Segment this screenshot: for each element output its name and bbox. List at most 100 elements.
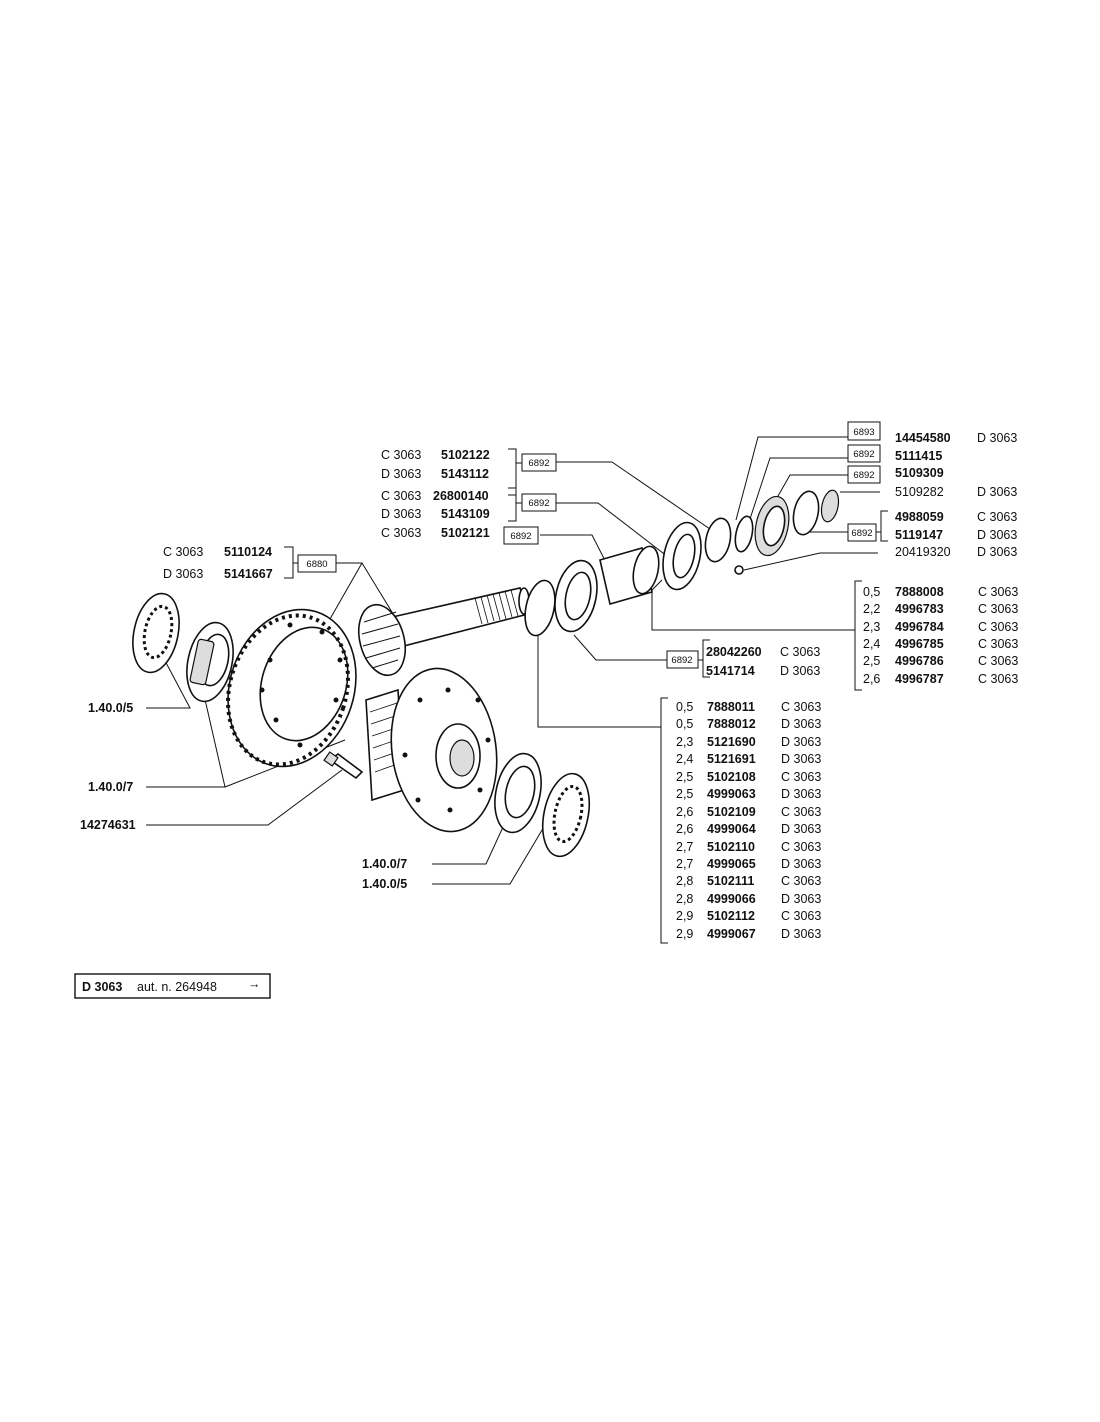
stamp-model: D 3063 xyxy=(82,980,122,994)
svg-text:4999065: 4999065 xyxy=(707,857,756,871)
svg-text:C 3063: C 3063 xyxy=(780,645,820,659)
svg-text:5102110: 5102110 xyxy=(707,840,755,854)
svg-text:2,9: 2,9 xyxy=(676,909,693,923)
svg-text:2,8: 2,8 xyxy=(676,892,693,906)
part-14454580: 14454580 xyxy=(895,431,951,445)
svg-text:4996785: 4996785 xyxy=(895,637,944,651)
svg-text:C 3063: C 3063 xyxy=(381,489,421,503)
ref-1-40-0-7-left: 1.40.0/7 xyxy=(88,780,133,794)
part-4988059: 4988059 xyxy=(895,510,944,524)
svg-text:4999067: 4999067 xyxy=(707,927,756,941)
svg-text:C 3063: C 3063 xyxy=(381,448,421,462)
pinion-labels: C 3063 5110124 D 3063 5141667 xyxy=(163,545,273,581)
part-5109282: 5109282 xyxy=(895,485,944,499)
part-5143109: 5143109 xyxy=(441,507,490,521)
svg-text:5121690: 5121690 xyxy=(707,735,756,749)
ref-box-6892-c: 6892 xyxy=(503,526,539,545)
svg-text:C 3063: C 3063 xyxy=(978,620,1018,634)
svg-text:2,6: 2,6 xyxy=(863,672,880,686)
svg-text:5102111: 5102111 xyxy=(707,874,754,888)
svg-text:C 3063: C 3063 xyxy=(381,526,421,540)
ref-box-6893: 6893 xyxy=(847,421,881,441)
top-left-labels: C 3063 5102122 D 3063 5143112 C 3063 268… xyxy=(381,448,490,540)
svg-text:D 3063: D 3063 xyxy=(381,507,421,521)
svg-text:6892: 6892 xyxy=(510,531,531,542)
svg-text:0,5: 0,5 xyxy=(676,700,693,714)
svg-text:C 3063: C 3063 xyxy=(978,585,1018,599)
ref-box-6880: 6880 xyxy=(297,554,337,573)
svg-text:C 3063: C 3063 xyxy=(781,909,821,923)
svg-text:2,2: 2,2 xyxy=(863,602,880,616)
svg-text:6892: 6892 xyxy=(671,655,692,666)
left-adjuster-ring xyxy=(132,592,180,674)
svg-text:7888008: 7888008 xyxy=(895,585,944,599)
svg-text:C 3063: C 3063 xyxy=(781,840,821,854)
svg-text:D 3063: D 3063 xyxy=(781,735,821,749)
svg-text:6893: 6893 xyxy=(853,427,874,438)
top-right-labels: 14454580 D 3063 5111415 5109309 5109282 … xyxy=(895,431,1017,559)
left-ref-labels: 1.40.0/5 1.40.0/7 14274631 xyxy=(80,701,136,832)
part-14274631: 14274631 xyxy=(80,818,136,832)
right-bearing xyxy=(494,752,542,834)
svg-text:5102109: 5102109 xyxy=(707,805,756,819)
svg-text:6892: 6892 xyxy=(528,458,549,469)
part-5102121: 5102121 xyxy=(441,526,490,540)
svg-text:2,4: 2,4 xyxy=(676,752,693,766)
svg-text:2,4: 2,4 xyxy=(863,637,880,651)
svg-text:2,9: 2,9 xyxy=(676,927,693,941)
part-5111415: 5111415 xyxy=(895,449,942,463)
svg-text:D 3063: D 3063 xyxy=(781,822,821,836)
right-adjuster-ring xyxy=(541,772,591,858)
svg-text:6892: 6892 xyxy=(851,528,872,539)
svg-text:D 3063: D 3063 xyxy=(780,664,820,678)
svg-text:4996783: 4996783 xyxy=(895,602,944,616)
ref-box-6892-bearing: 6892 xyxy=(666,650,699,669)
svg-text:4996786: 4996786 xyxy=(895,654,944,668)
ring-gear xyxy=(226,608,357,768)
svg-text:C 3063: C 3063 xyxy=(977,510,1017,524)
svg-text:0,5: 0,5 xyxy=(863,585,880,599)
svg-text:D 3063: D 3063 xyxy=(381,467,421,481)
svg-text:C 3063: C 3063 xyxy=(978,672,1018,686)
ref-box-6892-tr3: 6892 xyxy=(847,523,877,542)
svg-text:C 3063: C 3063 xyxy=(781,770,821,784)
svg-text:4999064: 4999064 xyxy=(707,822,756,836)
svg-text:4996787: 4996787 xyxy=(895,672,944,686)
svg-text:5102108: 5102108 xyxy=(707,770,756,784)
svg-text:D 3063: D 3063 xyxy=(781,717,821,731)
part-26800140: 26800140 xyxy=(433,489,489,503)
svg-text:D 3063: D 3063 xyxy=(781,752,821,766)
svg-text:D 3063: D 3063 xyxy=(781,857,821,871)
arrow-right-icon: → xyxy=(248,977,261,991)
svg-text:6892: 6892 xyxy=(528,498,549,509)
svg-text:D 3063: D 3063 xyxy=(977,431,1017,445)
ref-box-6892-tr1: 6892 xyxy=(847,444,881,463)
svg-text:7888011: 7888011 xyxy=(707,700,755,714)
shaft-parts-top xyxy=(524,489,840,637)
svg-text:2,6: 2,6 xyxy=(676,805,693,819)
part-5141714: 5141714 xyxy=(706,664,755,678)
authorization-stamp: D 3063 aut. n. 264948 → xyxy=(74,973,271,999)
svg-text:D 3063: D 3063 xyxy=(977,485,1017,499)
svg-text:2,3: 2,3 xyxy=(676,735,693,749)
svg-text:5102112: 5102112 xyxy=(707,909,755,923)
svg-text:D 3063: D 3063 xyxy=(781,787,821,801)
svg-text:4999063: 4999063 xyxy=(707,787,756,801)
svg-text:4996784: 4996784 xyxy=(895,620,944,634)
svg-text:2,5: 2,5 xyxy=(863,654,880,668)
svg-text:2,5: 2,5 xyxy=(676,770,693,784)
shim-table-bottom: 0,5 7888011 C 3063 0,5 7888012 D 3063 2,… xyxy=(676,700,821,941)
ref-box-6892-b: 6892 xyxy=(521,493,557,512)
ref-1-40-0-7-bottom: 1.40.0/7 xyxy=(362,857,407,871)
part-20419320: 20419320 xyxy=(895,545,951,559)
svg-text:5121691: 5121691 xyxy=(707,752,756,766)
svg-text:C 3063: C 3063 xyxy=(163,545,203,559)
part-5143112: 5143112 xyxy=(441,467,489,481)
svg-text:D 3063: D 3063 xyxy=(977,545,1017,559)
ref-1-40-0-5-left: 1.40.0/5 xyxy=(88,701,133,715)
bearing-labels: 28042260 C 3063 5141714 D 3063 xyxy=(706,645,820,678)
svg-text:D 3063: D 3063 xyxy=(781,892,821,906)
ref-box-6892-tr2: 6892 xyxy=(847,465,881,484)
svg-text:C 3063: C 3063 xyxy=(978,637,1018,651)
